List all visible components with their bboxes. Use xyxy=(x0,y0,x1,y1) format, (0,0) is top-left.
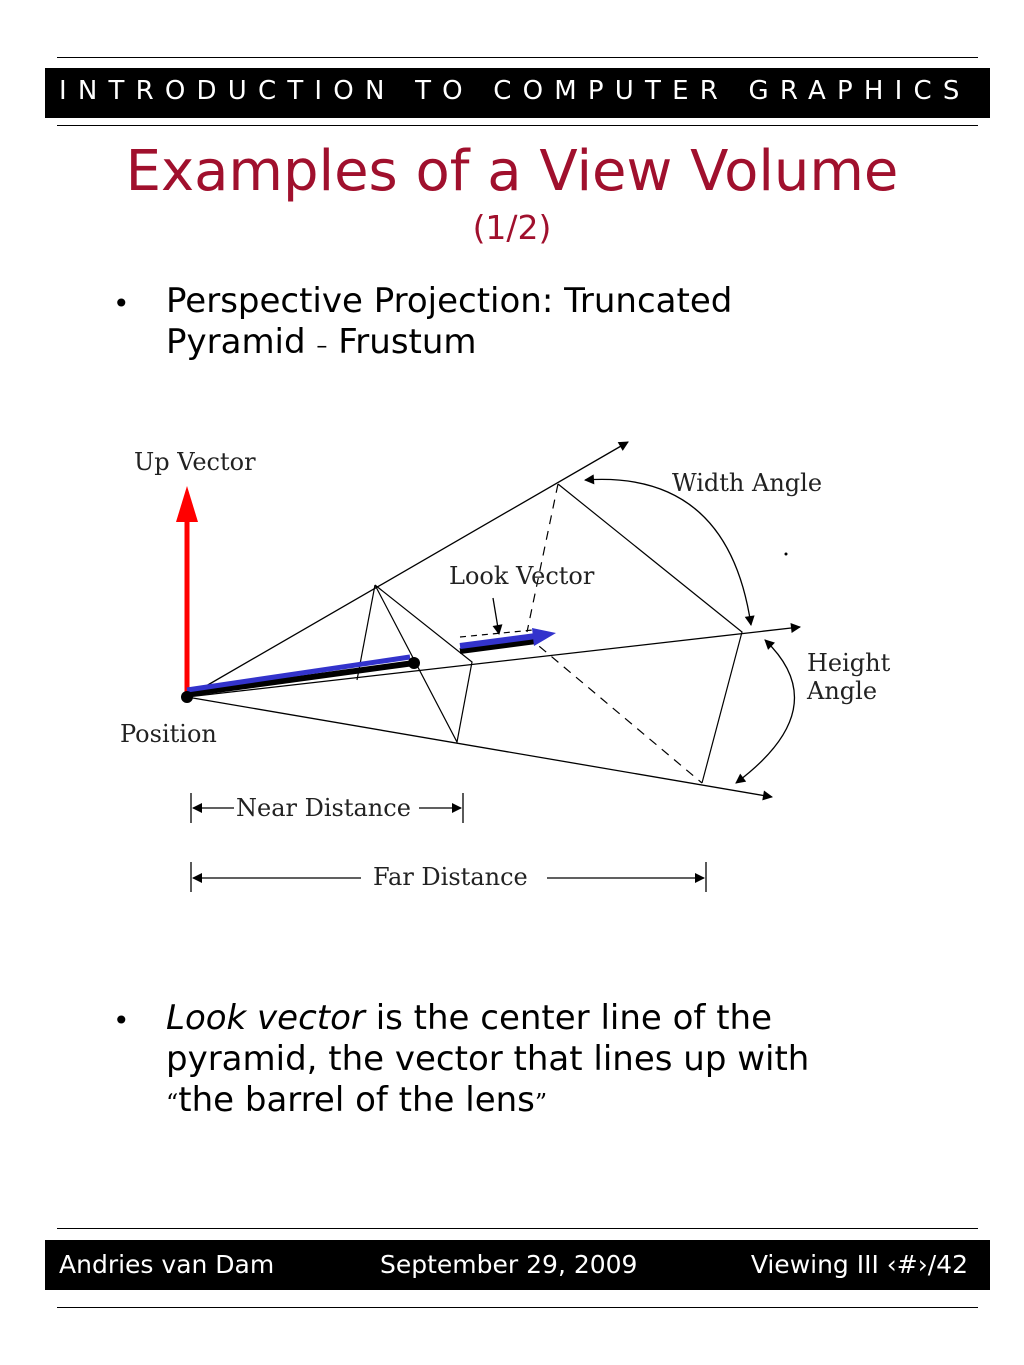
look-vector-shadow xyxy=(459,638,537,654)
footer-top-rule xyxy=(57,1228,978,1229)
near-distance-label: Near Distance xyxy=(236,794,411,822)
stray-dot xyxy=(784,552,788,556)
frustum-top-edge xyxy=(186,441,629,698)
look-vector-arrow xyxy=(459,633,537,649)
course-title: INTRODUCTION TO COMPUTER GRAPHICS xyxy=(59,76,971,106)
width-angle-arc xyxy=(584,474,755,626)
up-vector-label: Up Vector xyxy=(134,448,256,476)
position-label: Position xyxy=(120,720,217,748)
bullet-text-part: Pyramid xyxy=(166,322,317,362)
height-angle-label-2: Angle xyxy=(806,677,877,705)
far-plane-dashed xyxy=(526,483,559,633)
header-bar: INTRODUCTION TO COMPUTER GRAPHICS xyxy=(45,68,990,118)
header-bottom-rule xyxy=(57,125,978,126)
bullet-icon: • xyxy=(113,287,130,320)
open-quote: “ xyxy=(166,1089,179,1117)
bullet-line: Perspective Projection: Truncated xyxy=(166,281,733,321)
bullet-text-part: Frustum xyxy=(327,322,477,362)
emphasis-text: Look vector xyxy=(166,998,365,1038)
slide-subtitle: (1/2) xyxy=(472,208,552,247)
bullet-line: Pyramid – Frustum xyxy=(166,322,926,367)
bullet-look-vector: Look vector is the center line of the py… xyxy=(166,998,926,1124)
slide-title: Examples of a View Volume xyxy=(125,139,899,204)
dash-glyph: – xyxy=(316,334,328,359)
height-angle-label: Height xyxy=(807,649,891,677)
position-point xyxy=(181,691,193,703)
quote-text: the barrel of the lens xyxy=(178,1080,535,1120)
height-angle-arc xyxy=(735,639,796,784)
look-axis-line xyxy=(186,623,801,698)
look-vector-pointer xyxy=(492,597,503,635)
position-to-near-vector xyxy=(186,654,411,693)
width-angle-label: Width Angle xyxy=(672,469,822,497)
near-point xyxy=(408,657,420,669)
footer-slide-number: Viewing III ‹#›/42 xyxy=(750,1250,968,1279)
footer-author: Andries van Dam xyxy=(59,1250,275,1279)
far-distance-label: Far Distance xyxy=(373,863,528,891)
up-vector-arrowhead xyxy=(176,486,198,522)
close-quote: ” xyxy=(534,1089,548,1117)
bullet-line: pyramid, the vector that lines up with xyxy=(166,1039,810,1079)
footer-bar: Andries van Dam September 29, 2009 Viewi… xyxy=(45,1240,990,1290)
bullet-line: Look vector is the center line of the xyxy=(166,998,926,1039)
bullet-perspective: Perspective Projection: Truncated Pyrami… xyxy=(166,281,926,367)
footer-date: September 29, 2009 xyxy=(380,1250,638,1279)
far-plane-dashed xyxy=(526,635,703,784)
look-vector-label: Look Vector xyxy=(449,562,595,590)
bullet-text-part: is the center line of the xyxy=(364,998,773,1038)
footer-bottom-rule xyxy=(57,1307,978,1308)
bullet-icon: • xyxy=(113,1004,130,1037)
header-top-rule xyxy=(57,57,978,58)
position-to-near-line xyxy=(186,660,415,697)
bullet-line: “the barrel of the lens” xyxy=(166,1080,926,1124)
frustum-bottom-edge xyxy=(186,696,773,801)
look-vector-arrowhead xyxy=(532,628,556,646)
